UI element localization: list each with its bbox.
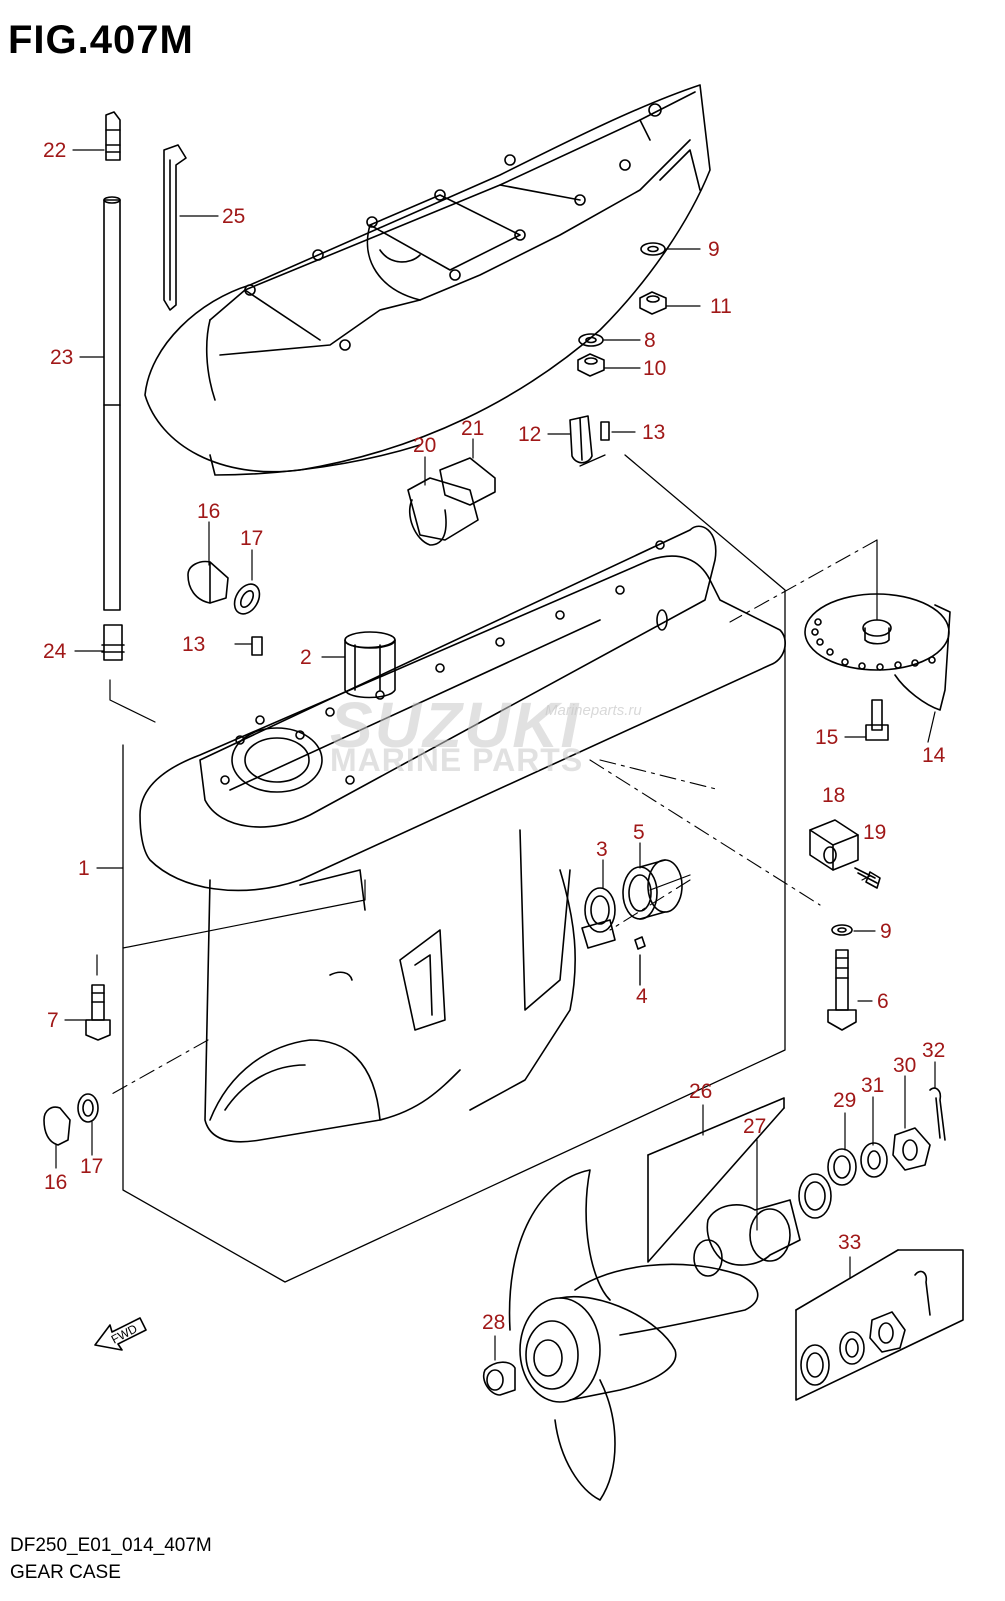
callout-16: 16 xyxy=(197,500,221,523)
callout-7: 7 xyxy=(47,1009,59,1032)
propeller xyxy=(482,1169,759,1501)
fwd-arrow-icon xyxy=(94,1317,147,1351)
callout-17: 17 xyxy=(240,527,264,550)
gear-case-housing xyxy=(139,525,786,1143)
callout-1: 1 xyxy=(78,857,90,880)
callout-6: 6 xyxy=(877,990,889,1013)
bolts xyxy=(85,924,857,1041)
callout-3: 3 xyxy=(596,838,608,861)
callout-8: 8 xyxy=(644,329,656,352)
callout-20: 20 xyxy=(413,434,437,457)
callout-13: 13 xyxy=(182,633,206,656)
callout-18: 18 xyxy=(822,784,846,807)
callout-17: 17 xyxy=(80,1155,104,1178)
guide-lines xyxy=(109,539,878,1096)
anode-and-clips xyxy=(407,415,610,546)
callout-31: 31 xyxy=(861,1074,885,1097)
callout-27: 27 xyxy=(743,1115,767,1138)
upper-cover-plate xyxy=(144,84,711,476)
callout-16: 16 xyxy=(44,1171,68,1194)
callout-29: 29 xyxy=(833,1089,857,1112)
callout-32: 32 xyxy=(922,1039,946,1062)
callout-12: 12 xyxy=(518,423,542,446)
washers-and-nuts xyxy=(577,242,667,377)
watermark-tag: Marineparts.ru xyxy=(545,702,642,719)
callout-15: 15 xyxy=(815,726,839,749)
callout-19: 19 xyxy=(863,821,887,844)
callout-11: 11 xyxy=(710,295,732,318)
callout-5: 5 xyxy=(633,821,645,844)
callout-9: 9 xyxy=(880,920,892,943)
callout-21: 21 xyxy=(461,417,485,440)
callout-26: 26 xyxy=(689,1080,713,1103)
figure-title: FIG.407M xyxy=(8,18,194,62)
callout-9: 9 xyxy=(708,238,720,261)
callout-2: 2 xyxy=(300,646,312,669)
fwd-label: FWD xyxy=(109,1321,140,1346)
callout-25: 25 xyxy=(222,205,246,228)
shift-rod-assembly xyxy=(101,111,187,661)
bearing-assembly xyxy=(581,859,683,950)
callout-22: 22 xyxy=(43,139,67,162)
figure-name: GEAR CASE xyxy=(10,1562,121,1583)
assembly-frame xyxy=(122,454,786,1283)
callout-28: 28 xyxy=(482,1311,506,1334)
callout-4: 4 xyxy=(636,985,648,1008)
callout-14: 14 xyxy=(922,744,946,767)
clamp-block xyxy=(809,819,881,889)
callout-24: 24 xyxy=(43,640,67,663)
lower-plug-and-gasket xyxy=(43,1093,99,1146)
trim-tab xyxy=(804,593,951,741)
watermark-line: MARINE PARTS xyxy=(330,742,584,778)
callout-30: 30 xyxy=(893,1054,917,1077)
figure-code: DF250_E01_014_407M xyxy=(10,1535,212,1556)
callout-33: 33 xyxy=(838,1231,862,1254)
callout-10: 10 xyxy=(643,357,667,380)
propeller-hardware xyxy=(647,1087,964,1401)
callout-23: 23 xyxy=(50,346,74,369)
callout-13: 13 xyxy=(642,421,666,444)
callout-leaders xyxy=(55,149,936,1361)
upper-plug-and-gasket xyxy=(187,560,263,656)
watermark-brand: SUZUKI xyxy=(330,689,581,761)
